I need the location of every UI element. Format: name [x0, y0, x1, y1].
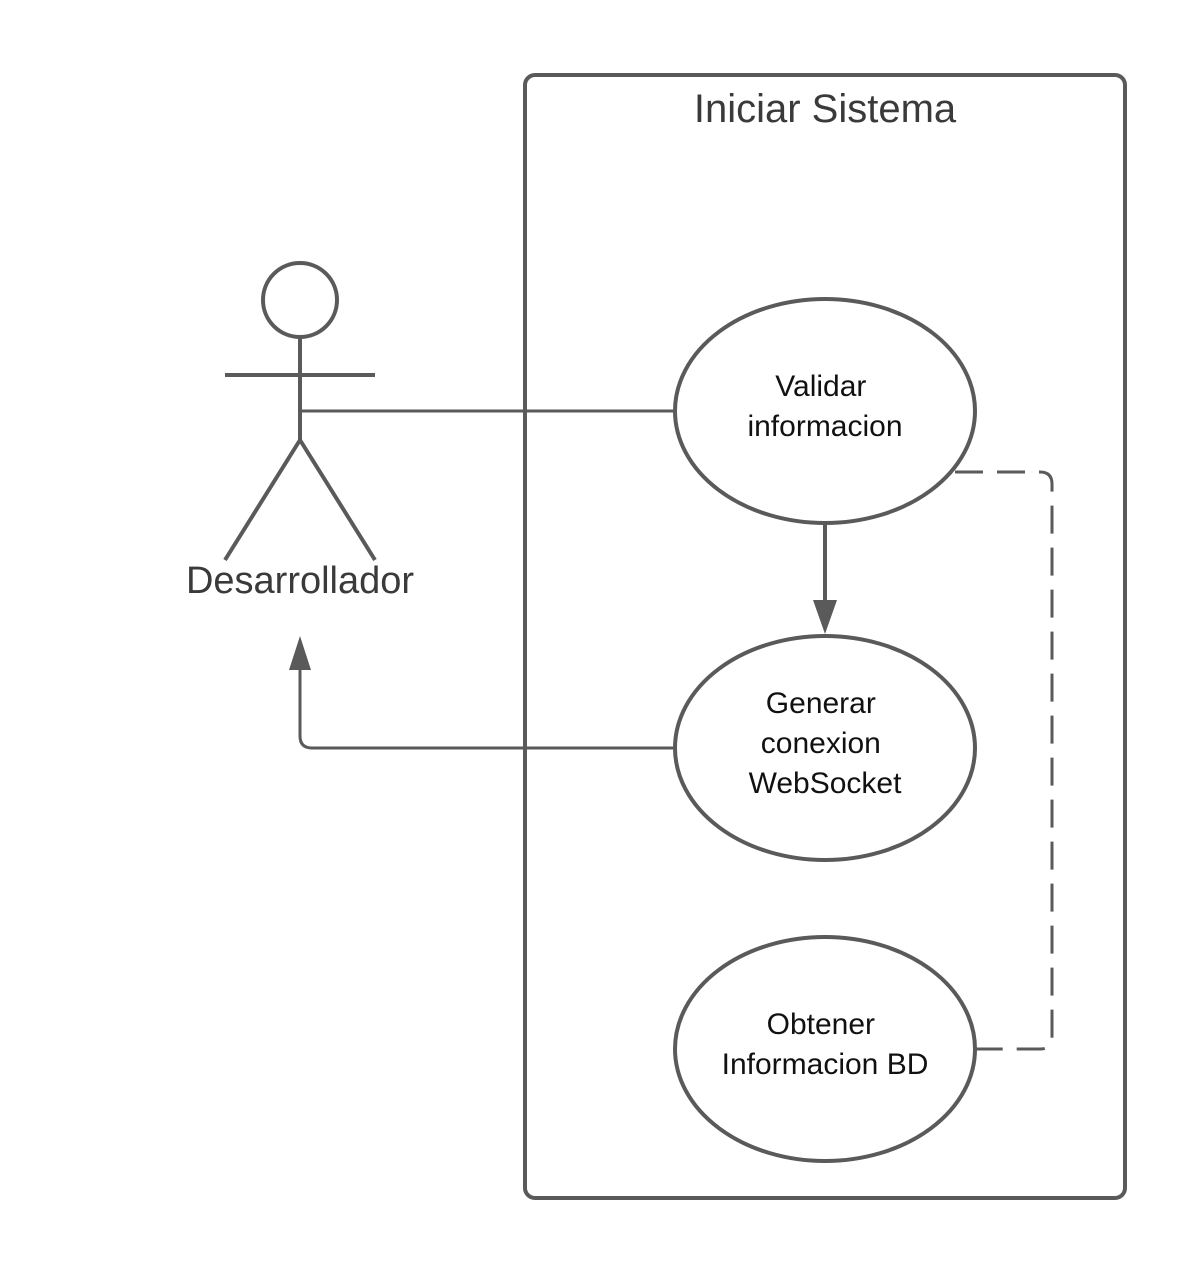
actor-left-leg [223, 438, 302, 562]
use-case-label-line: Generar [766, 687, 876, 720]
flow-validar-to-generar-arrowhead [813, 600, 837, 634]
system-boundary [523, 73, 1127, 1200]
use-case-generar: Generar conexion WebSocket [673, 634, 977, 862]
actor-label: Desarrollador [186, 560, 414, 602]
use-case-validar: Validar informacion [673, 297, 977, 525]
use-case-label: Generar conexion WebSocket [749, 687, 903, 800]
use-case-ellipse [673, 634, 977, 862]
use-case-ellipse [673, 297, 977, 525]
use-case-label-line: informacion [747, 410, 902, 443]
use-case-label-line: Obtener [767, 1008, 875, 1041]
use-case-label: Validar informacion [747, 370, 902, 443]
use-case-obtener: Obtener Informacion BD [673, 935, 977, 1163]
actor-head [261, 261, 339, 339]
use-case-ellipse [673, 935, 977, 1163]
system-title: Iniciar Sistema [694, 87, 957, 131]
use-case-label-line: Validar [775, 370, 866, 403]
actor-right-leg [298, 438, 377, 562]
flow-generar-to-actor [298, 668, 674, 750]
dependency-validar-obtener [955, 470, 1054, 1051]
use-case-label-line: conexion [761, 727, 881, 760]
actor-figure [223, 261, 377, 562]
use-case-label-line: WebSocket [749, 767, 903, 800]
use-case-label-line: Informacion BD [722, 1048, 929, 1081]
flow-generar-to-actor-arrowhead [289, 636, 311, 670]
use-case-label: Obtener Informacion BD [722, 1008, 929, 1081]
